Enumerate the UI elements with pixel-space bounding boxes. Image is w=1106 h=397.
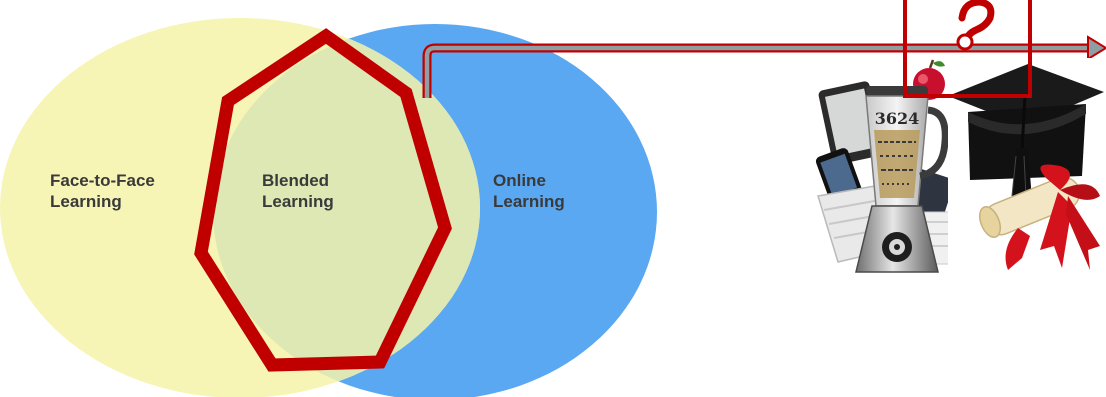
online-label-line2: Learning (493, 192, 565, 211)
blended-label-line2: Learning (262, 192, 334, 211)
blender-devices-picture: 3624 (814, 60, 955, 272)
online-label-line1: Online (493, 171, 546, 190)
face-to-face-label-line1: Face-to-Face (50, 171, 155, 190)
graduation-picture (948, 58, 1106, 276)
blender-jar-text: 3624 (875, 109, 920, 128)
blended-label-line1: Blended (262, 171, 329, 190)
arrow-head-icon (1088, 37, 1106, 59)
face-to-face-label-line2: Learning (50, 192, 122, 211)
